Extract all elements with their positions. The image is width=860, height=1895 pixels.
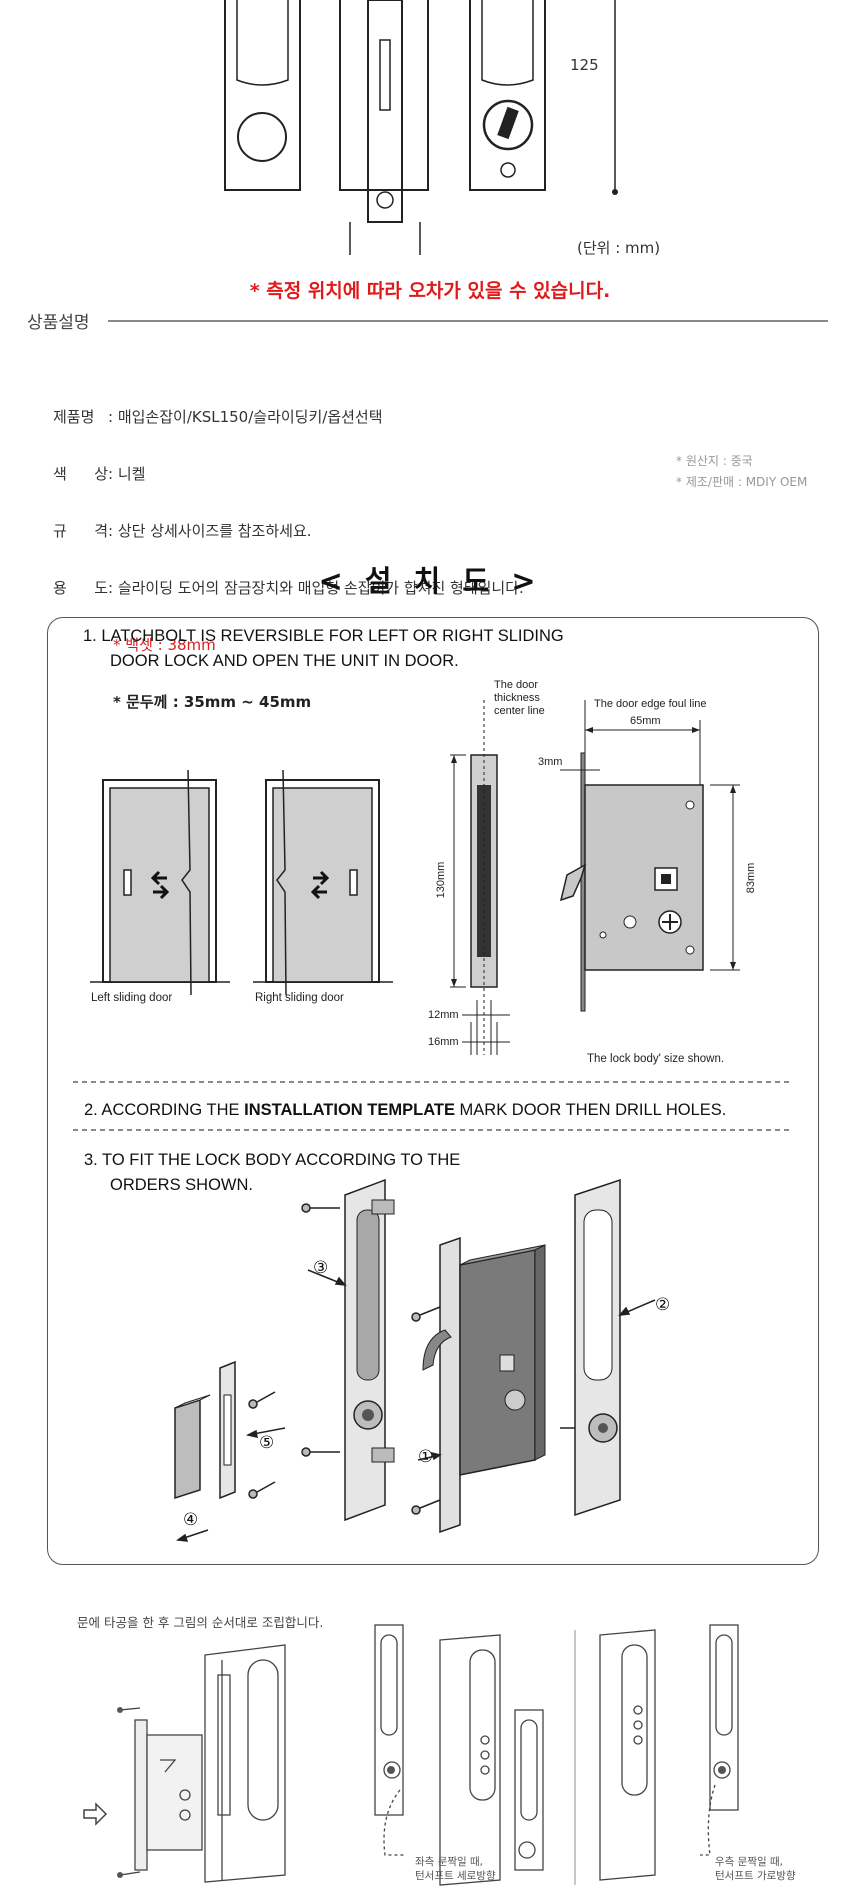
measurement-warning: * 측정 위치에 따라 오차가 있을 수 있습니다. [249,280,611,302]
step-number-1: ① [418,1447,433,1467]
assembly-drawing: 좌측 문짝일 때, 턴서프트 세로방향 우측 문짝일 때, 턴서프트 가로방향 [83,1624,796,1886]
section-title: 상품설명 [27,313,90,333]
left-door-note-1: 좌측 문짝일 때, [415,1855,483,1868]
right-door-note-1: 우측 문짝일 때, [715,1855,783,1868]
lock-body-side [559,700,740,1012]
left-sliding-door [90,769,230,996]
dim-83-label: 83mm [745,863,757,894]
installation-panel [47,617,819,1565]
origin-maker: * 제조/판매 : MDIY OEM [676,475,808,489]
section-divider [108,320,828,322]
right-door-label: Right sliding door [255,992,344,1004]
step1-line1: 1. LATCHBOLT IS REVERSIBLE FOR LEFT OR R… [83,627,564,645]
step-number-4: ④ [183,1510,198,1530]
install-title: < 설 치 도 > [318,564,542,598]
assembly-caption: 문에 타공을 한 후 그림의 순서대로 조립합니다. [77,1615,324,1630]
exploded-assembly [174,1178,656,1542]
step1-line2: DOOR LOCK AND OPEN THE UNIT IN DOOR. [110,652,459,670]
unit-note: (단위 : mm) [577,239,660,257]
step2-text: 2. ACCORDING THE INSTALLATION TEMPLATE M… [84,1101,726,1119]
lock-faceplate-front [450,700,510,1055]
door-edge-label: The door edge foul line [594,698,707,710]
dim-12-label: 12mm [428,1009,459,1021]
door-center-label-2: thickness [494,692,540,704]
dim-16-label: 16mm [428,1036,459,1048]
spec-backset: * 백셋 : 38mm [113,636,216,654]
left-door-note-2: 턴서프트 세로방향 [415,1870,496,1882]
door-center-label-1: The door [494,679,538,691]
step3-line2: ORDERS SHOWN. [110,1176,253,1194]
left-door-label: Left sliding door [91,992,172,1004]
step-number-5: ⑤ [259,1433,274,1453]
spec-row: 용 도: 슬라이딩 도어의 잠금장치와 매입형 손잡이가 합쳐진 형태입니다. [53,579,524,597]
right-sliding-door [253,769,393,996]
right-door-note-2: 턴서프트 가로방향 [715,1870,796,1882]
top-dimension-drawing: 125 (단위 : mm) [224,0,660,257]
dim-125-label: 125 [570,56,599,74]
spec-row: 제품명: 매입손잡이/KSL150/슬라이딩키/옵션선택 [53,408,383,426]
dim-3-label: 3mm [538,756,562,768]
dim-130-label: 130mm [435,862,447,899]
step3-line1: 3. TO FIT THE LOCK BODY ACCORDING TO THE [84,1151,460,1169]
origin-country: * 원산지 : 중국 [676,454,753,468]
installation-diagram: 1. LATCHBOLT IS REVERSIBLE FOR LEFT OR R… [73,627,790,1542]
spec-list: 제품명: 매입손잡이/KSL150/슬라이딩키/옵션선택 색 상: 니켈 규 격… [53,370,524,731]
spec-thickness: * 문두께 : 35mm ~ 45mm [113,693,312,711]
spec-row: 색 상: 니켈 [53,465,146,483]
dim-65-label: 65mm [630,715,661,727]
step-number-2: ② [655,1295,670,1315]
door-center-label-3: center line [494,705,545,717]
spec-row: 규 격: 상단 상세사이즈를 참조하세요. [53,522,312,540]
lock-size-label: The lock body' size shown. [587,1053,724,1065]
step-number-3: ③ [313,1258,328,1278]
